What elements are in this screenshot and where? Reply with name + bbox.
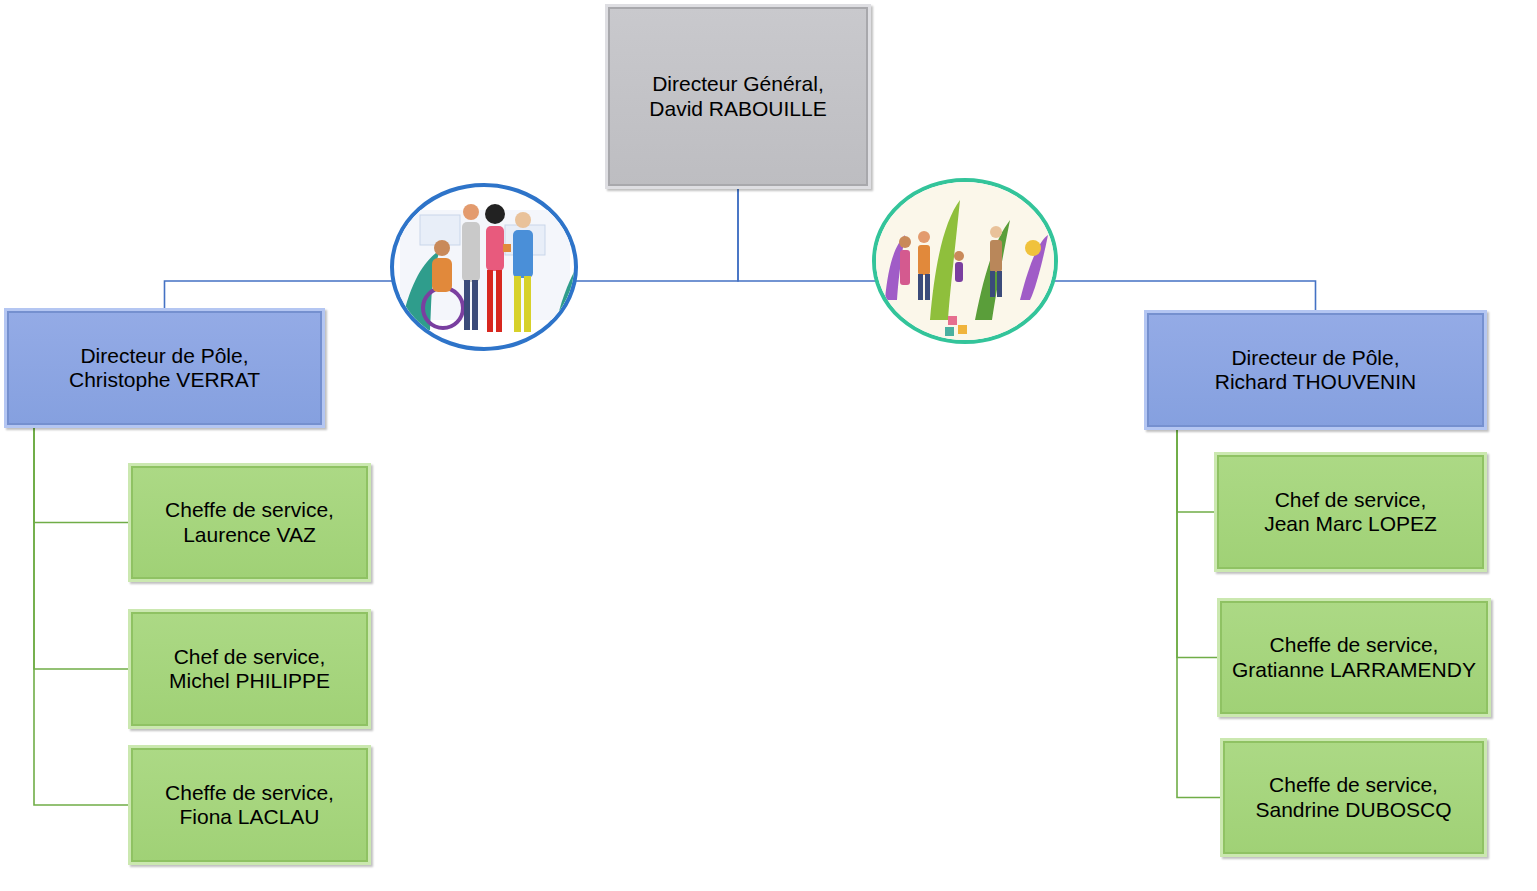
org-connector [34,428,128,805]
team-illustration [392,185,576,349]
service-head-box: Cheffe de service, Fiona LACLAU [128,745,371,865]
node-label: Chef de service, Michel PHILIPPE [150,645,350,693]
service-head-box: Cheffe de service, Sandrine DUBOSCQ [1220,738,1487,857]
node-label: Cheffe de service, Sandrine DUBOSCQ [1254,773,1454,821]
pole-director-box: Directeur de Pôle, Richard THOUVENIN [1144,310,1487,430]
org-connector [1177,430,1217,658]
service-head-box: Chef de service, Jean Marc LOPEZ [1214,452,1487,572]
node-label: Cheffe de service, Fiona LACLAU [150,781,350,829]
node-label: Cheffe de service, Gratianne LARRAMENDY [1229,633,1479,681]
node-label: Chef de service, Jean Marc LOPEZ [1251,488,1451,536]
node-label: Directeur Général, David RABOUILLE [638,72,838,120]
garden-illustration [874,180,1056,345]
node-label: Directeur de Pôle, Christophe VERRAT [50,344,280,392]
org-connector [1177,430,1214,512]
pole-director-box: Directeur de Pôle, Christophe VERRAT [4,308,325,428]
director-general-box: Directeur Général, David RABOUILLE [605,4,871,189]
org-connector [34,428,128,669]
service-head-box: Cheffe de service, Laurence VAZ [128,463,371,582]
node-label: Cheffe de service, Laurence VAZ [150,498,350,546]
node-label: Directeur de Pôle, Richard THOUVENIN [1201,346,1431,394]
service-head-box: Chef de service, Michel PHILIPPE [128,609,371,729]
service-head-box: Cheffe de service, Gratianne LARRAMENDY [1217,598,1491,717]
org-connector [34,428,128,523]
